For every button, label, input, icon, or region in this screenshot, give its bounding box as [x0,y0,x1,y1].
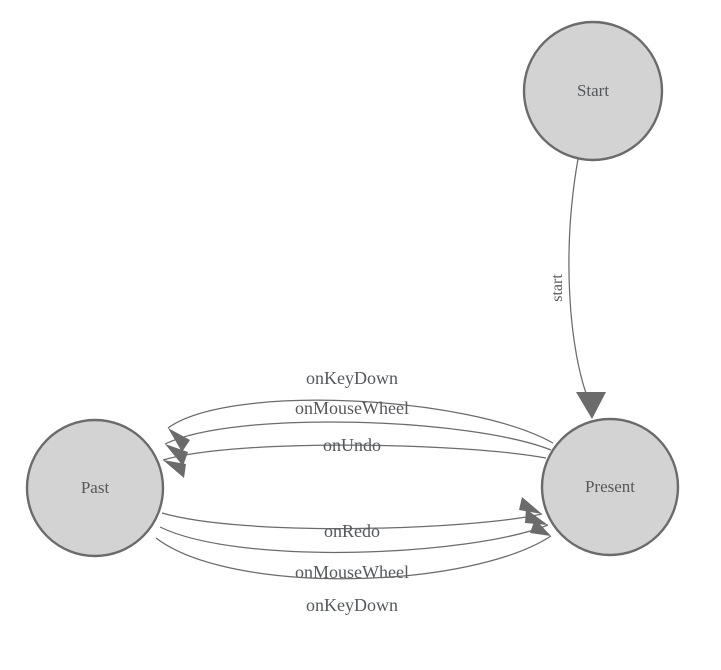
edge-arrowhead [519,497,542,514]
node-shape [540,417,680,557]
edge-present-to-past-onundo[interactable]: onUndo [162,435,547,478]
edge-arrowhead [576,392,606,419]
edge-label: onMouseWheel [295,562,409,582]
edge-path [167,399,554,444]
edge-present-to-past-onkeydown[interactable]: onKeyDown [167,368,554,452]
edge-path [159,524,549,554]
node-shape [25,418,165,558]
edge-label: onMouseWheel [295,398,409,418]
edge-label: onUndo [323,435,381,455]
node-shape [522,20,664,162]
edge-start-to-present[interactable]: start [549,158,606,419]
edge-arrowhead [168,428,190,452]
edge-path [155,535,552,580]
node-label: Start [577,81,609,100]
node-label: Past [81,478,110,497]
edge-path [568,158,591,405]
edge-past-to-present-onredo[interactable]: onRedo [161,497,543,541]
edge-group-present-to-past: onKeyDown onMouseWheel onUndo [162,368,554,478]
edge-path [161,512,543,530]
edge-past-to-present-onmousewheel[interactable]: onMouseWheel [159,509,549,582]
node-present[interactable]: Present [540,417,680,557]
edge-arrowhead [525,509,548,525]
edge-arrowhead [530,519,551,536]
edge-label: onKeyDown [306,368,398,388]
edge-label: onRedo [324,521,380,541]
edge-group-past-to-present: onRedo onMouseWheel onKeyDown [155,497,552,615]
edge-path [162,444,547,461]
node-past[interactable]: Past [25,418,165,558]
node-start[interactable]: Start [522,20,664,162]
node-label: Present [585,477,635,496]
edge-arrowhead [163,460,186,478]
edge-past-to-present-onkeydown[interactable]: onKeyDown [155,519,552,615]
edge-label: onKeyDown [306,595,398,615]
edge-present-to-past-onmousewheel[interactable]: onMouseWheel [164,398,552,466]
edge-arrowhead [165,444,188,466]
edge-path [164,421,552,451]
edge-label: start [549,274,566,302]
